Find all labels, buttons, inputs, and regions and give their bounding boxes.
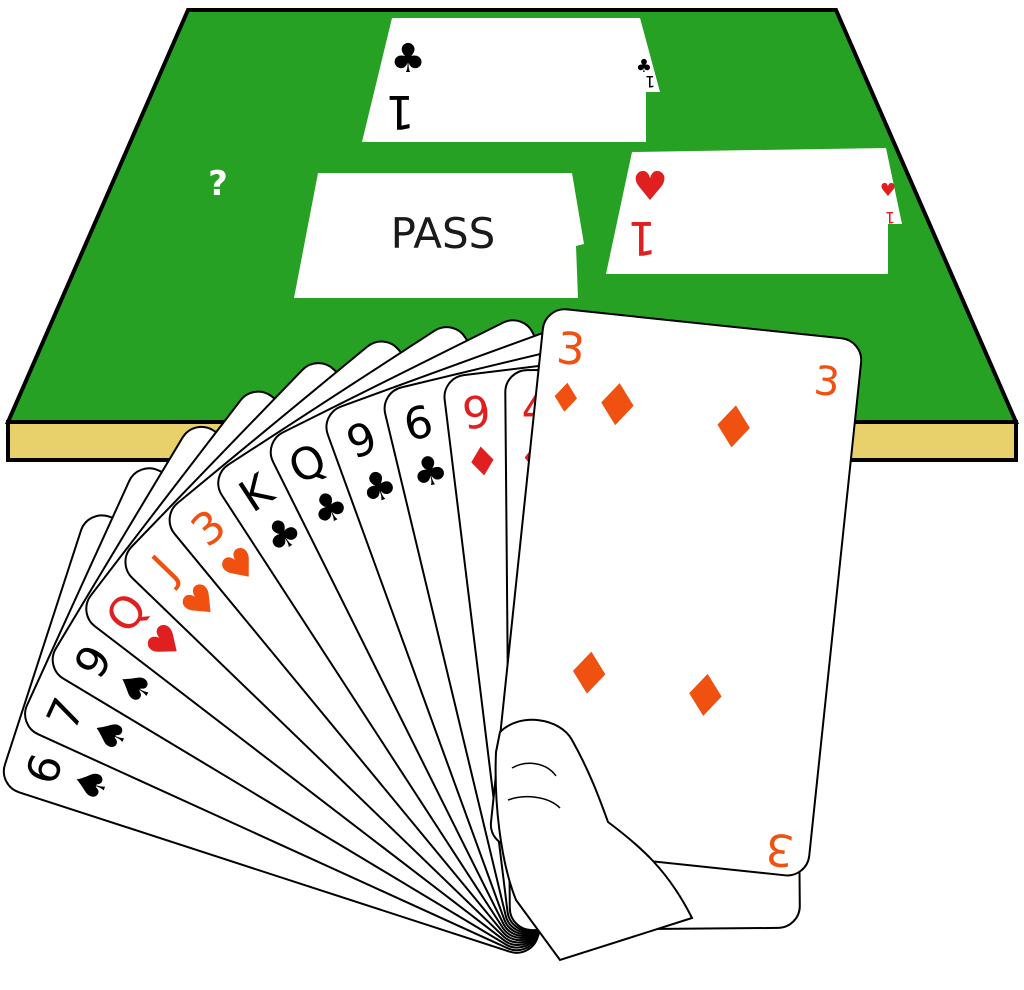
north-bid-small-rank: 1 xyxy=(645,72,655,91)
east-bid-rank: 1 xyxy=(627,211,656,265)
card-rank: 9 xyxy=(460,386,494,440)
west-player-indicator[interactable]: ? xyxy=(208,164,228,204)
east-bid-suit: ♥ xyxy=(632,164,668,210)
card-suit-diamonds-icon: ♦ xyxy=(462,437,503,487)
holding-hand xyxy=(494,718,694,962)
east-bid-small-suit: ♥ xyxy=(880,180,896,201)
north-bid-rank: 1 xyxy=(385,85,414,139)
card-pip-diamonds-icon: ♦ xyxy=(560,637,619,710)
card-pip-diamonds-icon: ♦ xyxy=(588,369,647,442)
north-bid-card[interactable]: ♣ 1 ♣ 1 xyxy=(362,18,660,142)
card-pip-diamonds-icon: ♦ xyxy=(704,391,763,464)
card-suit-diamonds-icon: ♦ xyxy=(545,374,585,423)
east-bid-card[interactable]: ♥ 1 ♥ 1 xyxy=(606,148,902,274)
east-bid-small-rank: 1 xyxy=(885,208,895,227)
north-bid-suit: ♣ xyxy=(390,36,426,82)
card-rank: 3 xyxy=(763,822,796,876)
card-rank: 3 xyxy=(554,323,587,377)
card-rank: 3 xyxy=(812,358,842,406)
west-bid-label: PASS xyxy=(391,209,496,258)
hand-card-3-of-diamonds[interactable]: 3♦♦♦♦♦33 xyxy=(489,307,864,877)
west-bid-card[interactable]: PASS xyxy=(294,173,584,298)
card-pip-diamonds-icon: ♦ xyxy=(676,659,735,732)
north-bid-small-suit: ♣ xyxy=(636,56,652,77)
